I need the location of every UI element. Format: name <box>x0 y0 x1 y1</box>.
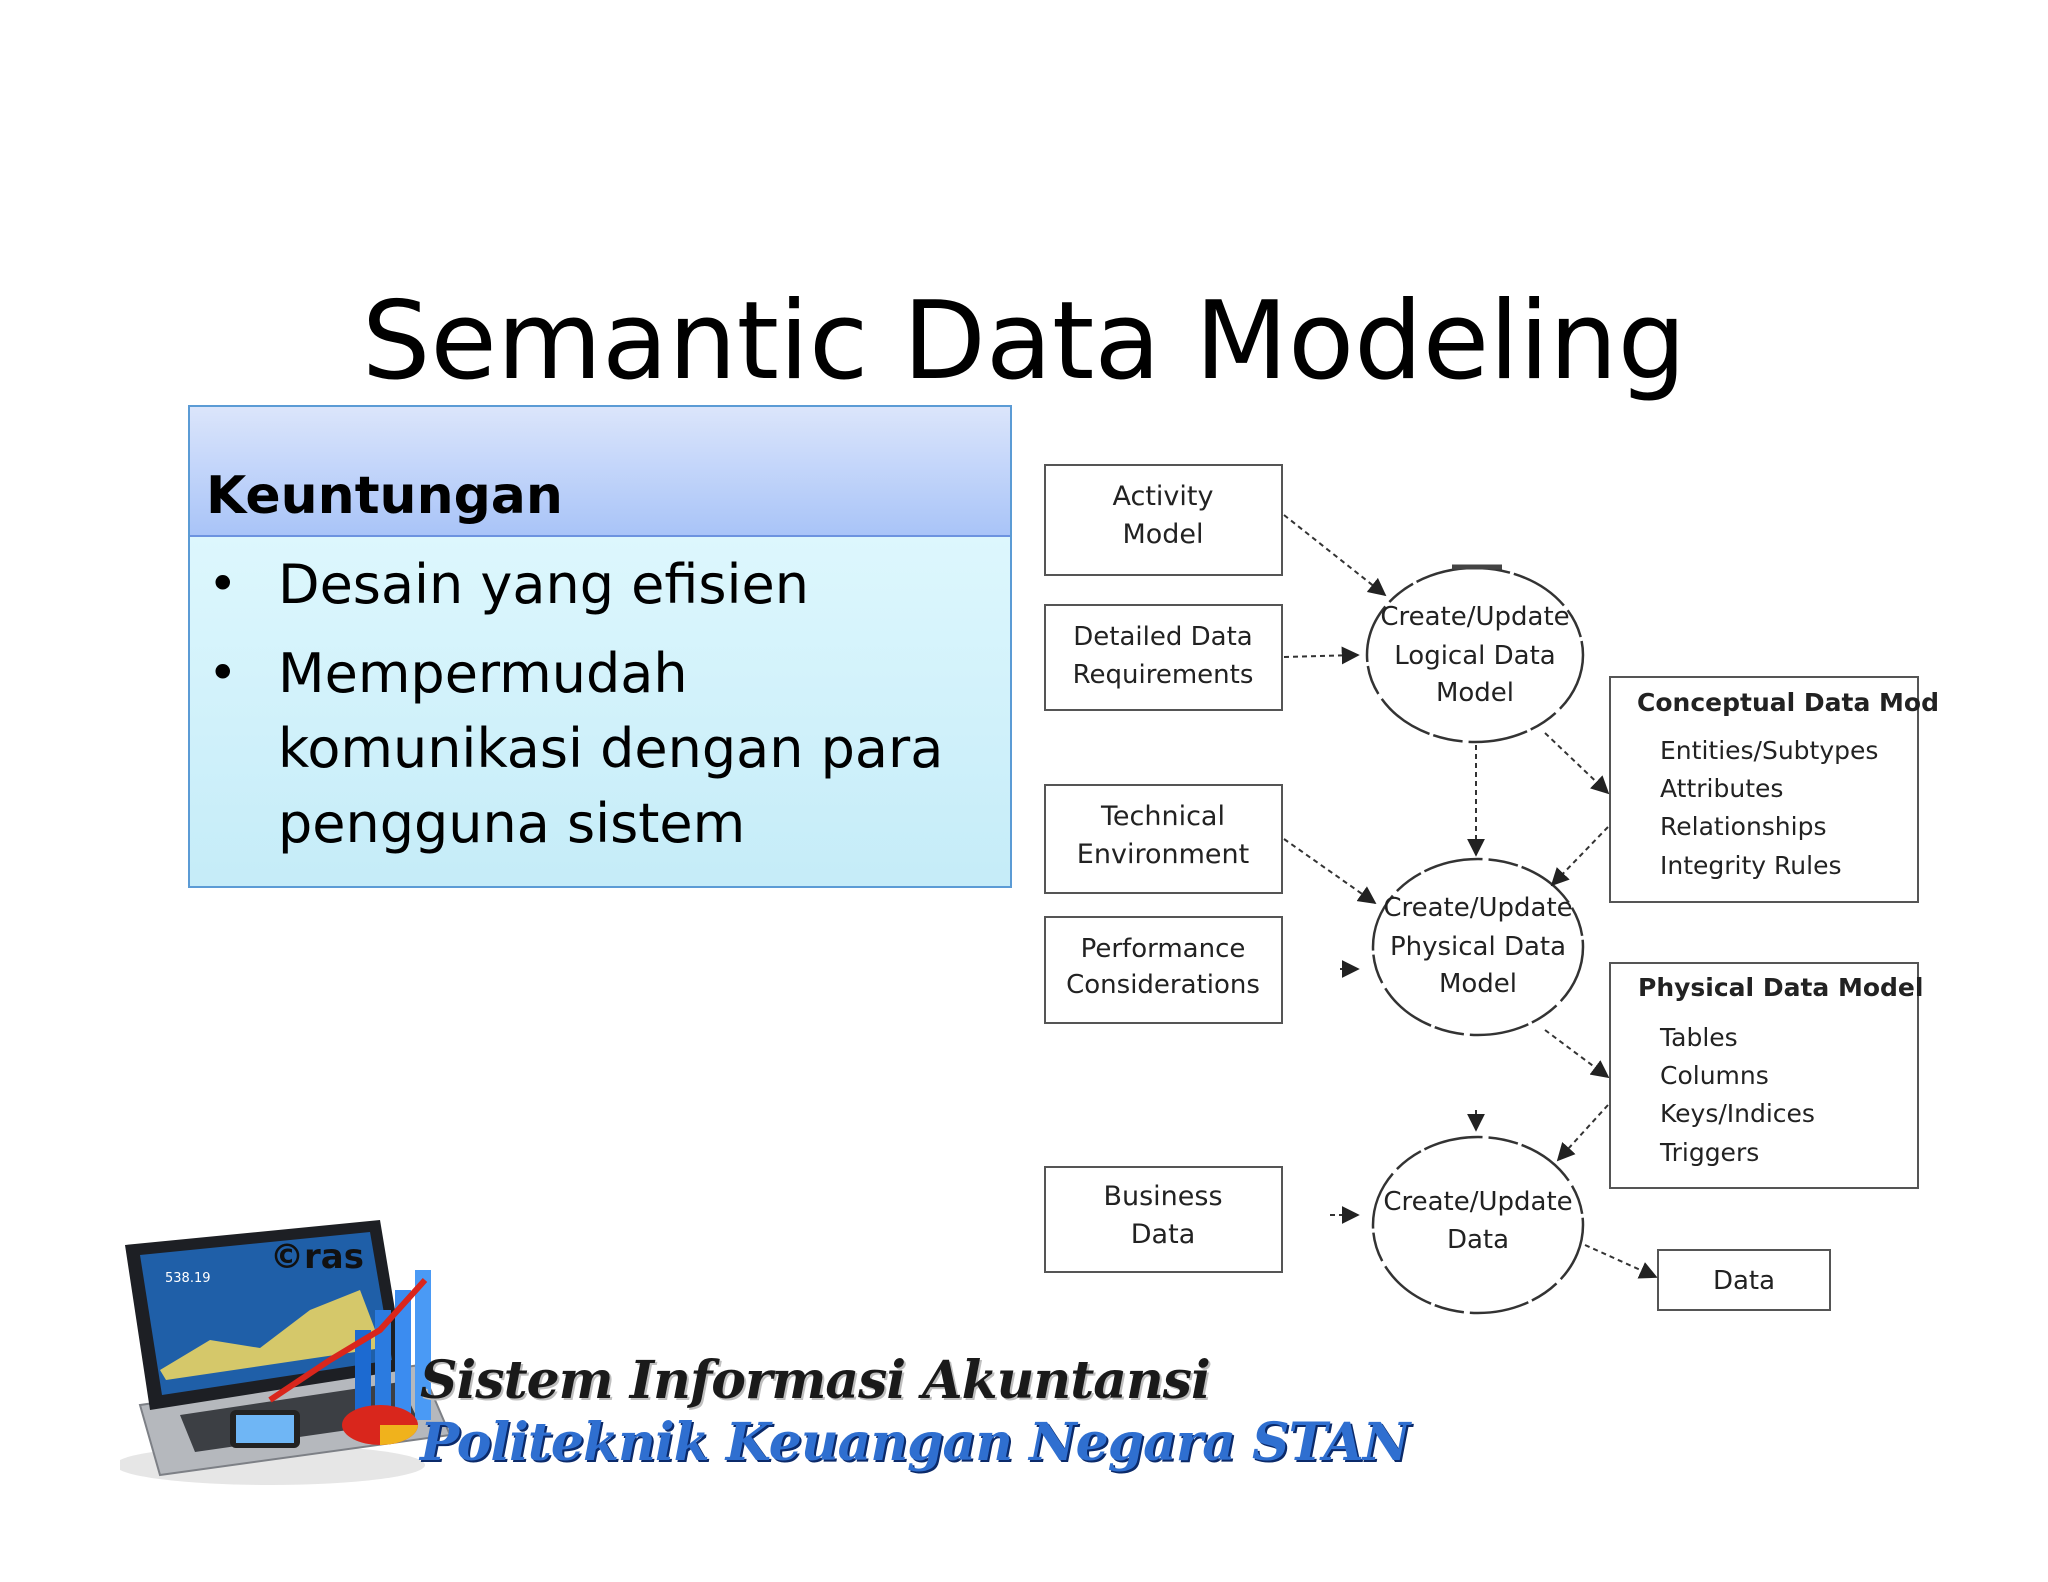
benefit-item: • Desain yang efisien <box>190 547 1010 622</box>
physical-model-line-3: Model <box>1439 969 1517 999</box>
logical-model-line-1: Create/Update <box>1380 602 1569 632</box>
data-process: Create/Update Data <box>1371 1135 1585 1315</box>
data-output-box: Data <box>1657 1249 1831 1311</box>
activity-model-line-2: Model <box>1122 519 1203 550</box>
arrow-data-to-output <box>1584 1244 1658 1279</box>
logo-line-1: Sistem Informasi Akuntansi <box>420 1350 1211 1411</box>
detailed-data-requirements-line-1: Detailed Data <box>1073 622 1252 652</box>
logical-model-line-3: Model <box>1436 678 1514 708</box>
performance-considerations-line-1: Performance <box>1081 934 1246 964</box>
business-data-line-1: Business <box>1103 1181 1222 1212</box>
benefits-box: Keuntungan • Desain yang efisien • Mempe… <box>188 405 1012 888</box>
technical-environment-line-1: Technical <box>1100 801 1225 832</box>
conceptual-model-item: Integrity Rules <box>1660 851 1841 880</box>
arrow-physical-model-to-data <box>1556 1104 1609 1162</box>
logical-model-process: Create/Update Logical Data Model <box>1365 564 1585 744</box>
technical-environment-line-2: Environment <box>1077 839 1249 870</box>
arrow-requirements-to-logical <box>1283 646 1360 665</box>
data-output-label: Data <box>1713 1266 1775 1296</box>
business-data-box: Business Data <box>1044 1166 1283 1273</box>
arrow-activity-to-logical <box>1283 514 1387 597</box>
physical-model-item: Columns <box>1660 1061 1769 1090</box>
benefit-item-text: Desain yang efisien <box>278 553 809 616</box>
benefits-header: Keuntungan <box>190 407 1010 537</box>
physical-model-line-2: Physical Data <box>1390 932 1566 962</box>
data-process-line-2: Data <box>1447 1225 1509 1255</box>
bullet-icon: • <box>208 644 238 702</box>
benefits-list: • Desain yang efisien • Mempermudah komu… <box>190 547 1010 875</box>
arrow-technical-to-physical <box>1283 838 1377 905</box>
performance-considerations-line-2: Considerations <box>1066 970 1260 1000</box>
performance-considerations-box: Performance Considerations <box>1044 916 1283 1024</box>
benefits-header-label: Keuntungan <box>206 466 563 526</box>
logo-screen-value: 538.19 <box>165 1271 211 1286</box>
detailed-data-requirements-box: Detailed Data Requirements <box>1044 604 1283 711</box>
physical-model-title: Physical Data Model <box>1638 973 1923 1002</box>
conceptual-model-item: Entities/Subtypes <box>1660 736 1878 765</box>
technical-environment-box: Technical Environment <box>1044 784 1283 894</box>
logical-model-line-2: Logical Data <box>1394 641 1555 671</box>
physical-model-box: Physical Data Model Tables Columns Keys/… <box>1609 962 1923 1189</box>
detailed-data-requirements-line-2: Requirements <box>1073 660 1254 690</box>
business-data-line-2: Data <box>1131 1219 1195 1250</box>
activity-model-line-1: Activity <box>1113 481 1214 512</box>
data-modeling-diagram: Activity Model Detailed Data Requirement… <box>1044 464 1940 1315</box>
logo-badge: ©ras <box>270 1237 364 1277</box>
activity-model-box: Activity Model <box>1044 464 1283 576</box>
institution-logo: 538.19 ©ras <box>120 1220 450 1485</box>
logo-line-2: Politeknik Keuangan Negara STAN <box>420 1412 1410 1473</box>
bullet-icon: • <box>208 555 238 613</box>
arrow-physical-to-physical-model <box>1544 1029 1610 1079</box>
conceptual-model-item: Relationships <box>1660 812 1827 841</box>
benefit-item-text: Mempermudah komunikasi dengan para pengg… <box>278 642 944 855</box>
physical-model-item: Keys/Indices <box>1660 1099 1815 1128</box>
physical-model-item: Tables <box>1659 1023 1738 1052</box>
physical-model-item: Triggers <box>1659 1138 1759 1167</box>
arrow-conceptual-to-physical <box>1550 826 1609 887</box>
physical-model-line-1: Create/Update <box>1383 893 1572 923</box>
conceptual-model-box: Conceptual Data Model Entities/Subtypes … <box>1609 676 1940 903</box>
benefit-item: • Mempermudah komunikasi dengan para pen… <box>190 636 1010 861</box>
arrow-logical-to-conceptual <box>1544 732 1610 795</box>
data-process-line-1: Create/Update <box>1383 1187 1572 1217</box>
conceptual-model-title: Conceptual Data Model <box>1637 688 1940 717</box>
physical-model-process: Create/Update Physical Data Model <box>1371 857 1585 1037</box>
slide-title: Semantic Data Modeling <box>361 279 1687 405</box>
conceptual-model-item: Attributes <box>1660 774 1783 803</box>
